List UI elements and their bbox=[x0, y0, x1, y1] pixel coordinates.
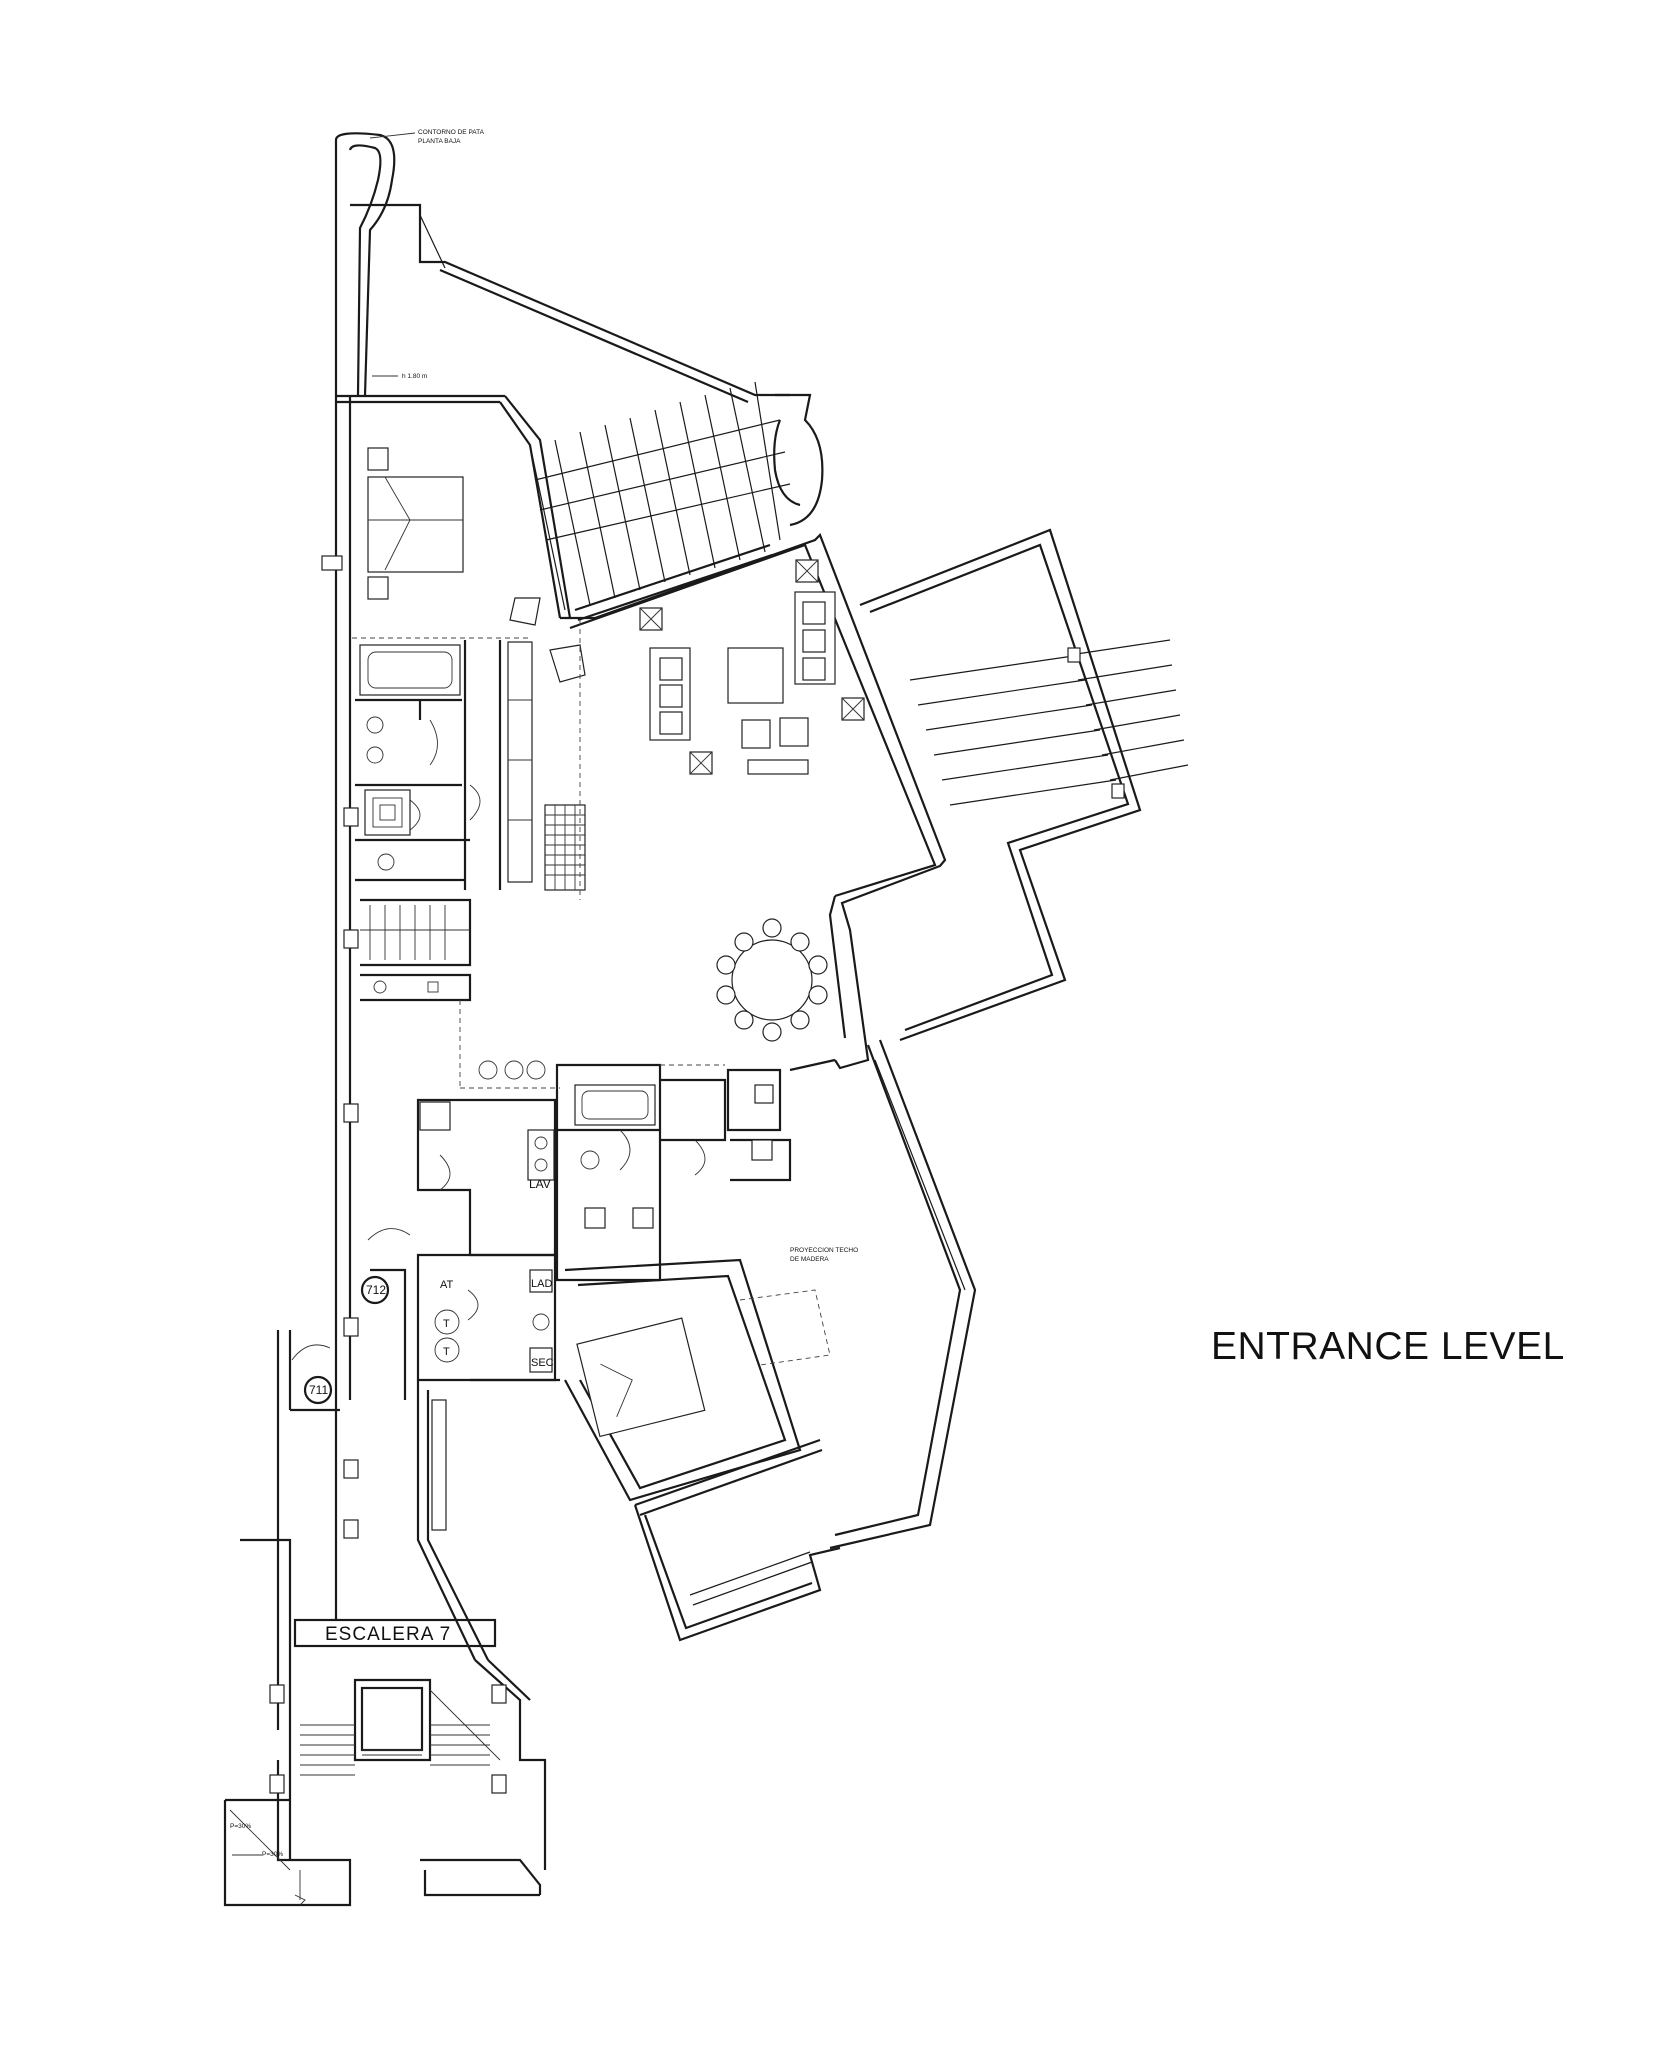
label-t2: T bbox=[443, 1346, 450, 1358]
plan-annotations: CONTORNO DE PATA PLANTA BAJA h 1.80 m PR… bbox=[230, 129, 858, 1858]
bath-1 bbox=[355, 640, 586, 891]
label-at: AT bbox=[440, 1279, 454, 1291]
interior-stair bbox=[360, 898, 472, 1090]
kitchen bbox=[416, 1060, 560, 1257]
note-ceiling: PROYECCION TECHO bbox=[790, 1247, 858, 1254]
door-tag-711: 711 bbox=[309, 1383, 328, 1397]
north-pergola bbox=[529, 381, 791, 622]
bath-2 bbox=[555, 1058, 836, 1282]
door-tag-712: 712 bbox=[366, 1283, 386, 1297]
dining-table bbox=[716, 918, 828, 1042]
column-markers bbox=[269, 807, 507, 1794]
label-sec: SEC bbox=[531, 1357, 554, 1369]
note-contour-2: PLANTA BAJA bbox=[418, 138, 461, 145]
living-room bbox=[549, 559, 865, 900]
plan-title: ENTRANCE LEVEL bbox=[1211, 1325, 1565, 1368]
south-terrace bbox=[829, 1039, 977, 1550]
bedroom-2 bbox=[564, 1258, 841, 1642]
stair-label: ESCALERA 7 bbox=[325, 1624, 451, 1645]
exterior-walls bbox=[334, 132, 947, 1620]
note-ceiling-2: DE MADERA bbox=[790, 1256, 829, 1263]
label-lad: LAD bbox=[531, 1278, 552, 1290]
note-height: h 1.80 m bbox=[402, 373, 427, 380]
entrance-stair bbox=[223, 1228, 547, 1907]
east-terrace bbox=[859, 528, 1189, 1042]
note-contour: CONTORNO DE PATA bbox=[418, 129, 485, 136]
level-mark-2: P=30% bbox=[262, 1851, 283, 1858]
level-mark-1: P=30% bbox=[230, 1823, 251, 1830]
laundry bbox=[416, 1253, 560, 1382]
side-table-icon bbox=[639, 559, 865, 775]
label-lav: LAV bbox=[529, 1177, 551, 1191]
bedroom-1 bbox=[321, 447, 541, 639]
label-t1: T bbox=[443, 1318, 450, 1330]
